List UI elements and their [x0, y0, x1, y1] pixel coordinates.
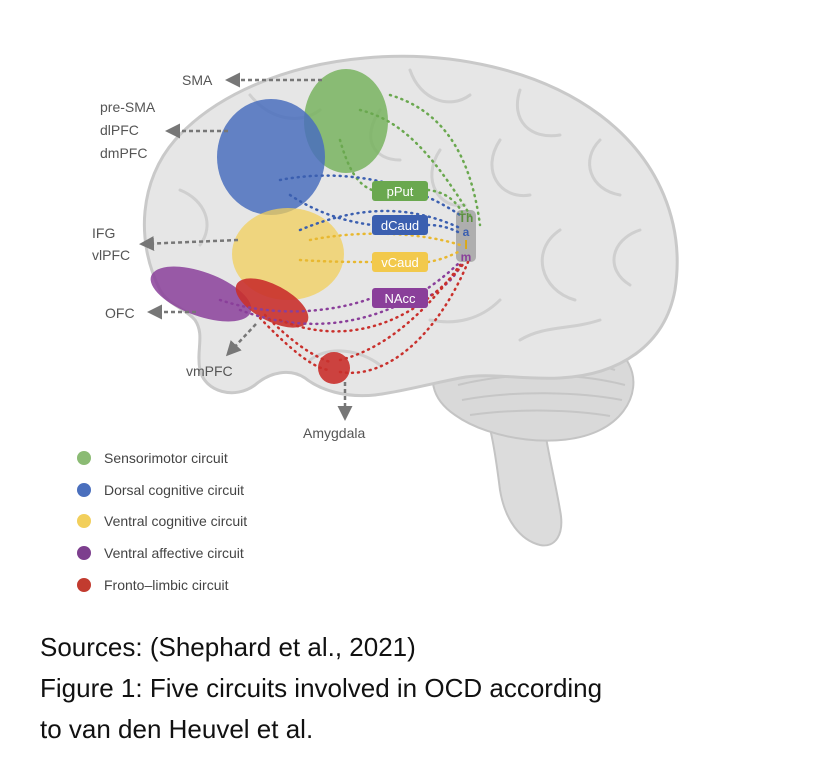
label-dlpfc: dlPFC	[100, 122, 139, 138]
label-pre-sma: pre-SMA	[100, 99, 156, 115]
nacc-tag-text: NAcc	[384, 291, 416, 306]
vcaud-tag	[372, 252, 428, 272]
legend-label-sensorimotor: Sensorimotor circuit	[104, 450, 228, 466]
brain-circuit-diagram: pPut dCaud vCaud NAcc Th a l m SMA pre-S…	[77, 54, 679, 593]
label-ofc: OFC	[105, 305, 135, 321]
amygdala-region	[318, 352, 350, 384]
thalamus-letter-a: a	[463, 225, 470, 239]
ifg-region	[232, 208, 344, 300]
legend-swatch-ventral-cognitive	[77, 514, 91, 528]
thalamus-letter-th: Th	[459, 211, 474, 225]
label-dmpfc: dmPFC	[100, 145, 147, 161]
vmpfc-region	[235, 278, 309, 328]
ofc-region	[150, 266, 252, 322]
sensorimotor-paths	[338, 93, 482, 227]
cortical-regions	[150, 69, 476, 384]
ifg-arrow	[139, 236, 239, 251]
vcaud-tag-text: vCaud	[381, 255, 419, 270]
dcaud-tag-text: dCaud	[381, 218, 419, 233]
thalamus-region	[456, 210, 476, 262]
legend-label-fronto-limbic: Fronto–limbic circuit	[104, 577, 229, 593]
legend-label-ventral-cognitive: Ventral cognitive circuit	[104, 513, 247, 529]
label-arrows	[139, 72, 353, 421]
dlpfc-region	[217, 99, 325, 215]
circuit-paths	[218, 93, 482, 375]
label-vlpfc: vlPFC	[92, 247, 130, 263]
label-amygdala: Amygdala	[303, 425, 365, 441]
dcaud-tag	[372, 215, 428, 235]
legend-swatch-ventral-affective	[77, 546, 91, 560]
legend-swatch-sensorimotor	[77, 451, 91, 465]
caption-figure-title-continued: to van den Heuvel et al.	[40, 714, 314, 744]
sma-region	[304, 69, 388, 173]
label-vmpfc: vmPFC	[186, 363, 233, 379]
caption-figure-title: Figure 1: Five circuits involved in OCD …	[40, 673, 603, 703]
dorsal-cognitive-paths	[278, 174, 462, 234]
fronto-limbic-paths	[258, 260, 470, 375]
thalamus-letter-l: l	[464, 238, 467, 252]
label-ifg: IFG	[92, 225, 115, 241]
pput-tag-text: pPut	[387, 184, 414, 199]
caption-sources: Sources: (Shephard et al., 2021)	[40, 632, 416, 662]
legend-swatch-dorsal-cognitive	[77, 483, 91, 497]
region-labels: SMA pre-SMA dlPFC dmPFC IFG vlPFC OFC vm…	[92, 72, 365, 441]
legend: Sensorimotor circuit Dorsal cognitive ci…	[77, 450, 247, 593]
nacc-tag	[372, 288, 428, 308]
striatum-tags: pPut dCaud vCaud NAcc	[372, 181, 428, 308]
thalamus-label: Th a l m	[459, 211, 474, 264]
legend-swatch-fronto-limbic	[77, 578, 91, 592]
pput-tag	[372, 181, 428, 201]
legend-label-dorsal-cognitive: Dorsal cognitive circuit	[104, 482, 244, 498]
legend-label-ventral-affective: Ventral affective circuit	[104, 545, 244, 561]
label-sma: SMA	[182, 72, 213, 88]
thalamus-letter-m: m	[461, 250, 472, 264]
